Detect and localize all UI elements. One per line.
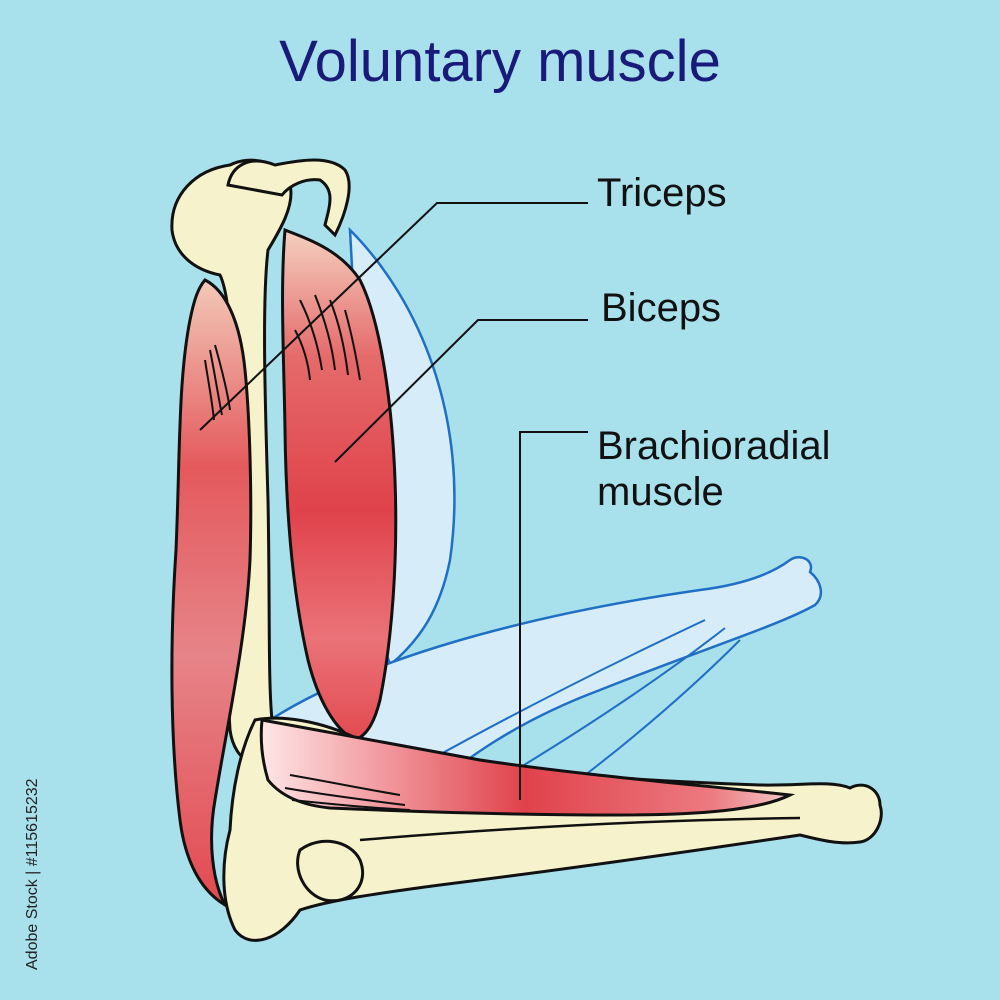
stock-credit: Adobe Stock | #115615232 [2, 770, 41, 970]
brachioradial-leader-line [519, 431, 588, 800]
biceps-fibers [294, 294, 361, 381]
brachioradial-label-line1: Brachioradial [597, 424, 831, 468]
leader-lines [199, 202, 588, 800]
triceps-muscle [170, 278, 253, 910]
brachioradial-fibers [284, 774, 411, 811]
elbow-joint [296, 839, 364, 903]
brachioradial-label: Brachioradial muscle [597, 423, 830, 515]
shoulder-arch [226, 158, 351, 238]
forearm-inner-line [359, 816, 801, 842]
brachioradial-muscle [259, 718, 796, 817]
biceps-muscle [281, 227, 398, 742]
stock-credit-text: Adobe Stock | #115615232 [24, 778, 41, 970]
biceps-leader-line [334, 319, 588, 463]
diagram-title: Voluntary muscle [279, 29, 721, 94]
humerus-bone [170, 158, 293, 762]
ghost-forearm-line-1 [429, 619, 706, 761]
triceps-leader-line [199, 202, 588, 431]
triceps-label: Triceps [597, 171, 727, 215]
biceps-label: Biceps [601, 286, 722, 330]
brachioradial-label-line2: muscle [597, 470, 724, 514]
